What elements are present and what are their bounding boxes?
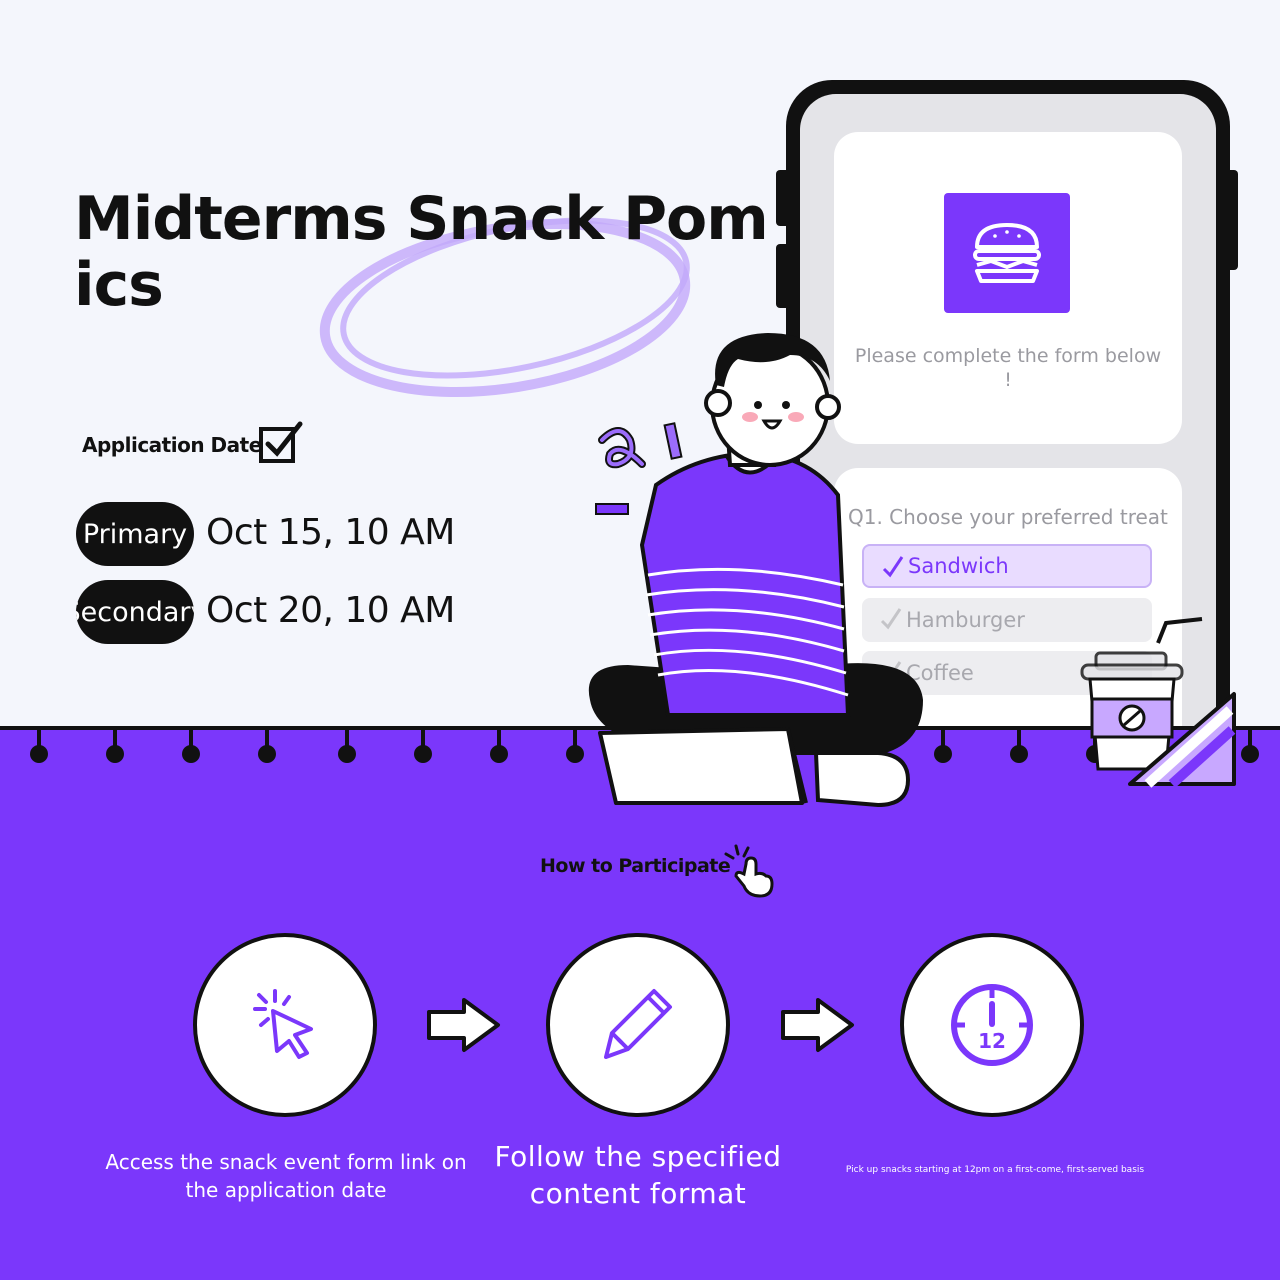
step-2-circle bbox=[546, 933, 730, 1117]
question-text: Q1. Choose your preferred treat bbox=[848, 505, 1168, 529]
option-label: Sandwich bbox=[908, 554, 1009, 578]
arrow-right-icon bbox=[427, 998, 500, 1052]
checkbox-icon bbox=[259, 421, 303, 463]
burger-tile bbox=[944, 193, 1070, 313]
option-label: Coffee bbox=[906, 661, 974, 685]
primary-date: Oct 15, 10 AM bbox=[206, 512, 455, 553]
coffee-cup-illustration bbox=[1080, 617, 1203, 771]
hand-pointer-icon bbox=[724, 844, 774, 898]
arrow-right-icon bbox=[781, 998, 854, 1052]
how-to-participate-heading: How to Participate bbox=[540, 855, 731, 877]
step-1-circle bbox=[193, 933, 377, 1117]
person-with-laptop-illustration bbox=[588, 333, 923, 808]
step-1-text: Access the snack event form link on the … bbox=[105, 1150, 467, 1202]
option-hamburger[interactable]: Hamburger bbox=[862, 598, 1152, 642]
primary-badge: Primary bbox=[76, 502, 194, 566]
form-prompt: Please complete the form below ! bbox=[854, 345, 1162, 391]
secondary-badge: Secondary bbox=[76, 580, 194, 644]
option-sandwich[interactable]: Sandwich bbox=[862, 544, 1152, 588]
pencil-icon bbox=[604, 989, 672, 1059]
hero-section: Midterms Snack Pomics Application Date P… bbox=[74, 80, 1238, 726]
step-3-circle: 12 bbox=[900, 933, 1084, 1117]
check-icon bbox=[882, 556, 904, 578]
motion-marks-decoration bbox=[595, 422, 683, 515]
application-date-label: Application Date bbox=[82, 433, 262, 457]
cursor-click-icon bbox=[253, 989, 313, 1059]
clock-12-icon: 12 bbox=[951, 984, 1033, 1066]
scribble-ellipse-decoration bbox=[319, 217, 691, 397]
hamburger-icon bbox=[973, 223, 1041, 283]
check-icon bbox=[880, 608, 902, 630]
step-2-text: Follow the specified content format bbox=[494, 1140, 782, 1210]
svg-text:12: 12 bbox=[978, 1029, 1006, 1053]
step-3-text: Pick up snacks starting at 12pm on a fir… bbox=[845, 1165, 1145, 1175]
sandwich-illustration bbox=[1128, 692, 1236, 788]
spiral-binding-decoration bbox=[30, 726, 1259, 763]
page-title: Midterms Snack Pomics bbox=[74, 184, 769, 320]
option-label: Hamburger bbox=[906, 608, 1025, 632]
secondary-date: Oct 20, 10 AM bbox=[206, 590, 455, 631]
